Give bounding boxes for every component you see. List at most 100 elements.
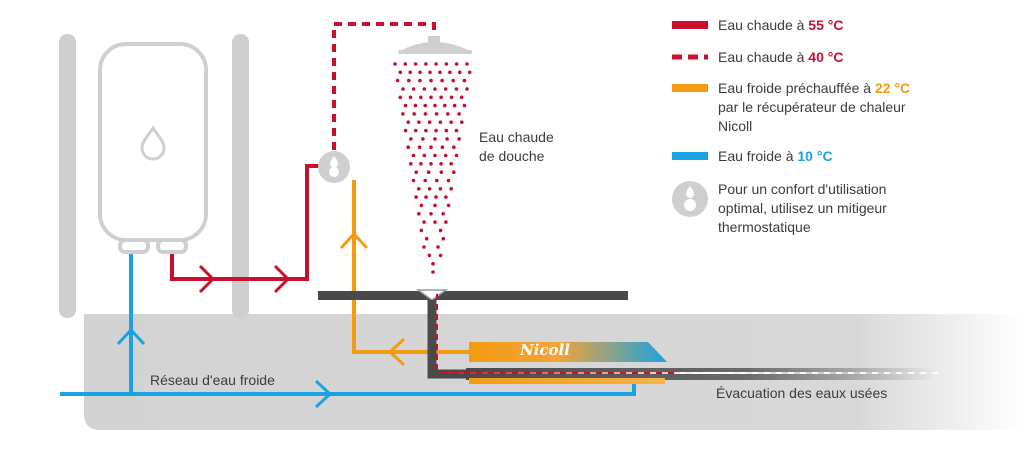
floor-slab <box>318 291 628 300</box>
shower-drop <box>438 70 442 75</box>
shower-drop <box>431 270 435 274</box>
shower-drop <box>414 170 419 174</box>
shower-drop <box>429 212 433 216</box>
shower-drop <box>424 236 429 241</box>
shower-drop <box>411 87 416 91</box>
shower-drop <box>421 137 425 141</box>
shower-drop <box>452 145 456 149</box>
shower-drop <box>419 203 424 208</box>
thermostatic-mixer-icon <box>318 151 350 183</box>
shower-drop <box>409 162 413 166</box>
shower-drop <box>443 103 447 108</box>
shower-drop <box>424 62 428 66</box>
heat-exchanger <box>469 342 667 362</box>
shower-drop <box>433 137 437 141</box>
shower-drop <box>417 187 421 191</box>
shower-drop <box>427 253 432 258</box>
shower-drop <box>441 212 446 216</box>
shower-drop <box>441 236 446 241</box>
shower-drop <box>424 128 428 133</box>
shower-drop <box>426 170 431 174</box>
shower-drop <box>457 137 461 141</box>
shower-drop <box>417 212 421 216</box>
shower-drop <box>454 153 459 158</box>
shower-drop <box>408 70 413 75</box>
shower-drop <box>448 70 452 75</box>
hot-arrow-2 <box>273 264 291 294</box>
shower-drop <box>454 87 459 91</box>
shower-drop <box>444 195 448 199</box>
shower-drop <box>449 187 454 191</box>
hot-arrow-1 <box>198 264 216 294</box>
shower-water-label: Eau chaude de douche <box>479 129 554 164</box>
shower-drop <box>433 220 437 224</box>
shower-drop <box>434 112 439 116</box>
shower-drop <box>434 195 438 199</box>
legend-mixer-icon <box>672 181 708 217</box>
shower-drop <box>427 120 432 124</box>
shower-drop <box>429 145 433 149</box>
shower-drop <box>431 261 435 266</box>
hot-pipe-40 <box>332 22 436 150</box>
shower-drop <box>424 195 428 199</box>
shower-drop <box>413 128 418 133</box>
shower-drop <box>440 78 444 83</box>
shower-drop <box>411 178 416 183</box>
water-heater-icon <box>98 42 208 254</box>
drain-label: Évacuation des eaux usées <box>716 385 888 401</box>
shower-drop <box>451 78 456 83</box>
shower-drop <box>411 153 416 158</box>
shower-drop <box>428 70 432 75</box>
shower-drop <box>406 120 411 124</box>
cold-arrow-right <box>314 379 333 409</box>
shower-drop <box>433 153 437 158</box>
shower-drop <box>452 170 456 174</box>
shower-drop <box>446 112 450 116</box>
shower-drop <box>444 128 449 133</box>
shower-drop <box>429 95 433 100</box>
shower-drop <box>440 145 445 149</box>
cold-arrow-up <box>116 327 146 346</box>
shower-drop <box>401 112 405 116</box>
shower-drop <box>462 78 467 83</box>
shower-drop <box>422 220 426 224</box>
shower-water-drops <box>393 62 472 274</box>
shower-drop <box>433 103 437 108</box>
cold-pipe-main <box>60 380 636 396</box>
shower-drop <box>458 70 462 75</box>
shower-drop <box>443 87 448 91</box>
shower-drop <box>393 62 397 66</box>
shower-drop <box>419 162 423 166</box>
shower-drop <box>438 187 443 191</box>
shower-drop <box>395 78 400 83</box>
hot-40-drain-dash <box>440 372 940 374</box>
shower-drop <box>465 62 469 66</box>
shower-drop <box>433 203 437 208</box>
shower-drop <box>449 120 453 124</box>
shower-drop <box>433 87 437 91</box>
shower-drop <box>406 145 411 149</box>
shower-drop <box>417 120 421 124</box>
shower-drop <box>446 178 451 183</box>
shower-drop <box>403 103 408 108</box>
shower-drop <box>403 62 408 66</box>
preheated-arrow-up <box>339 231 369 250</box>
shower-drop <box>408 95 413 100</box>
shower-drop <box>439 162 443 166</box>
shower-drop <box>403 128 408 133</box>
wall-post-left <box>59 34 76 318</box>
wall-post-right <box>232 34 249 318</box>
shower-drop <box>398 95 403 100</box>
shower-drop <box>465 87 469 91</box>
legend-swatches <box>672 21 708 217</box>
shower-drop <box>423 112 428 116</box>
shower-drop <box>446 203 451 208</box>
shower-drop <box>423 178 428 183</box>
shower-drop <box>423 103 428 108</box>
shower-drop <box>457 112 461 116</box>
shower-drop <box>401 87 405 91</box>
shower-drop <box>419 228 424 233</box>
shower-drop <box>438 253 443 258</box>
